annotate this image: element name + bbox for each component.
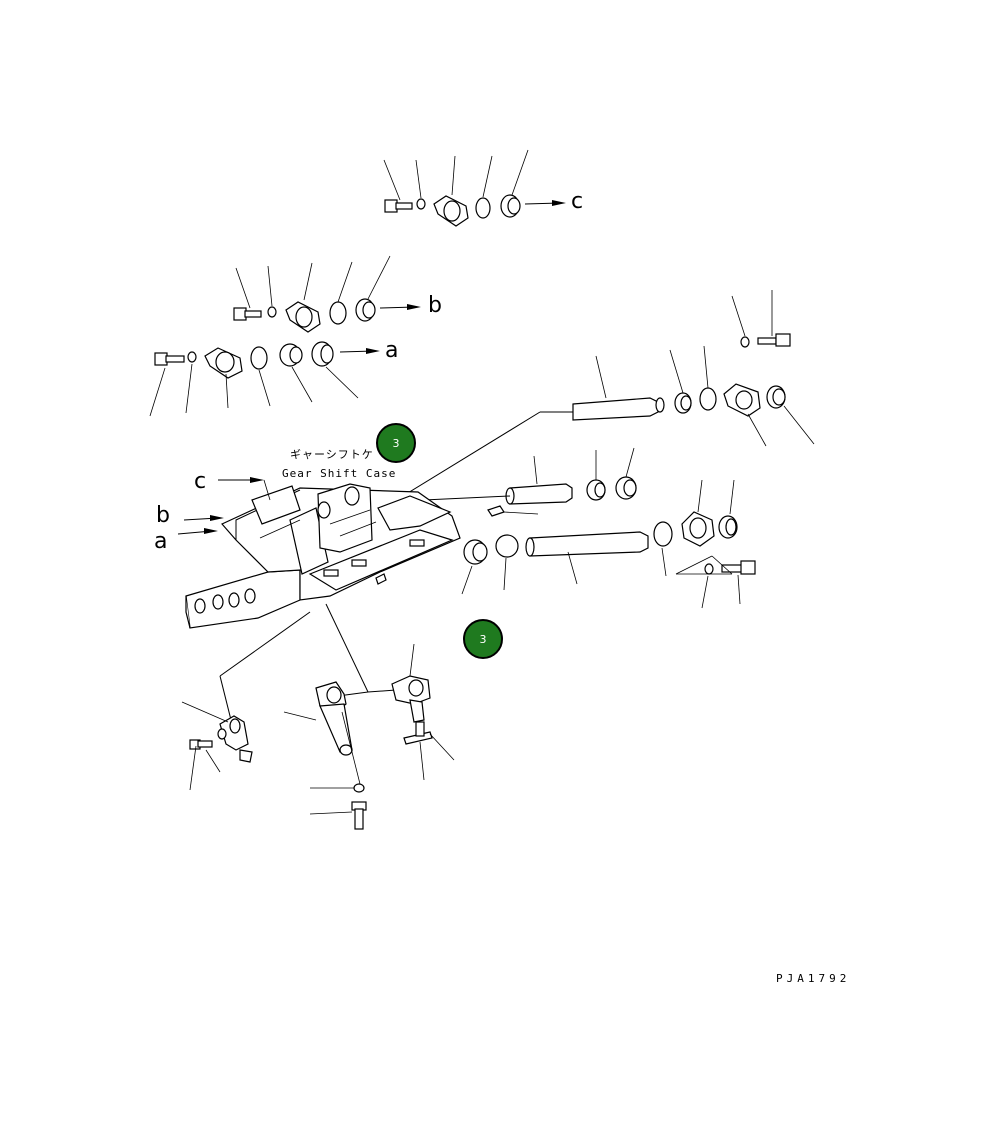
caption-english: Gear Shift Case <box>282 467 396 480</box>
row-b-parts <box>233 255 421 333</box>
arrow-label-b-left: b <box>156 503 170 528</box>
arrow-label-a-left: a <box>154 529 167 554</box>
row-a-parts <box>149 341 380 417</box>
caption-japanese: ギャーシフトケ <box>290 448 374 461</box>
arrow-label-b-top: b <box>428 293 442 318</box>
cover-c <box>433 195 469 227</box>
callout-marker-upper[interactable]: 3 <box>376 423 416 463</box>
arrow-label-a-top: a <box>385 338 398 363</box>
middle-shaft-group <box>379 447 637 517</box>
arrow-label-c-top: c <box>571 189 583 214</box>
arrow-label-c-left: c <box>194 469 206 494</box>
lever-group <box>181 603 455 830</box>
bolt-c <box>384 199 413 213</box>
gear-shift-case <box>185 483 461 629</box>
row-c-parts <box>383 149 566 227</box>
callout-number-lower: 3 <box>479 632 487 646</box>
lower-shaft-group <box>461 479 756 609</box>
callout-number-upper: 3 <box>392 436 400 450</box>
case-arrows <box>177 477 271 535</box>
callout-marker-lower[interactable]: 3 <box>463 619 503 659</box>
upper-shaft-group <box>317 290 815 549</box>
bushing-c <box>500 194 521 218</box>
washer-c <box>416 198 426 210</box>
drawing-code: PJA1792 <box>776 972 850 985</box>
oring-c <box>475 197 491 219</box>
